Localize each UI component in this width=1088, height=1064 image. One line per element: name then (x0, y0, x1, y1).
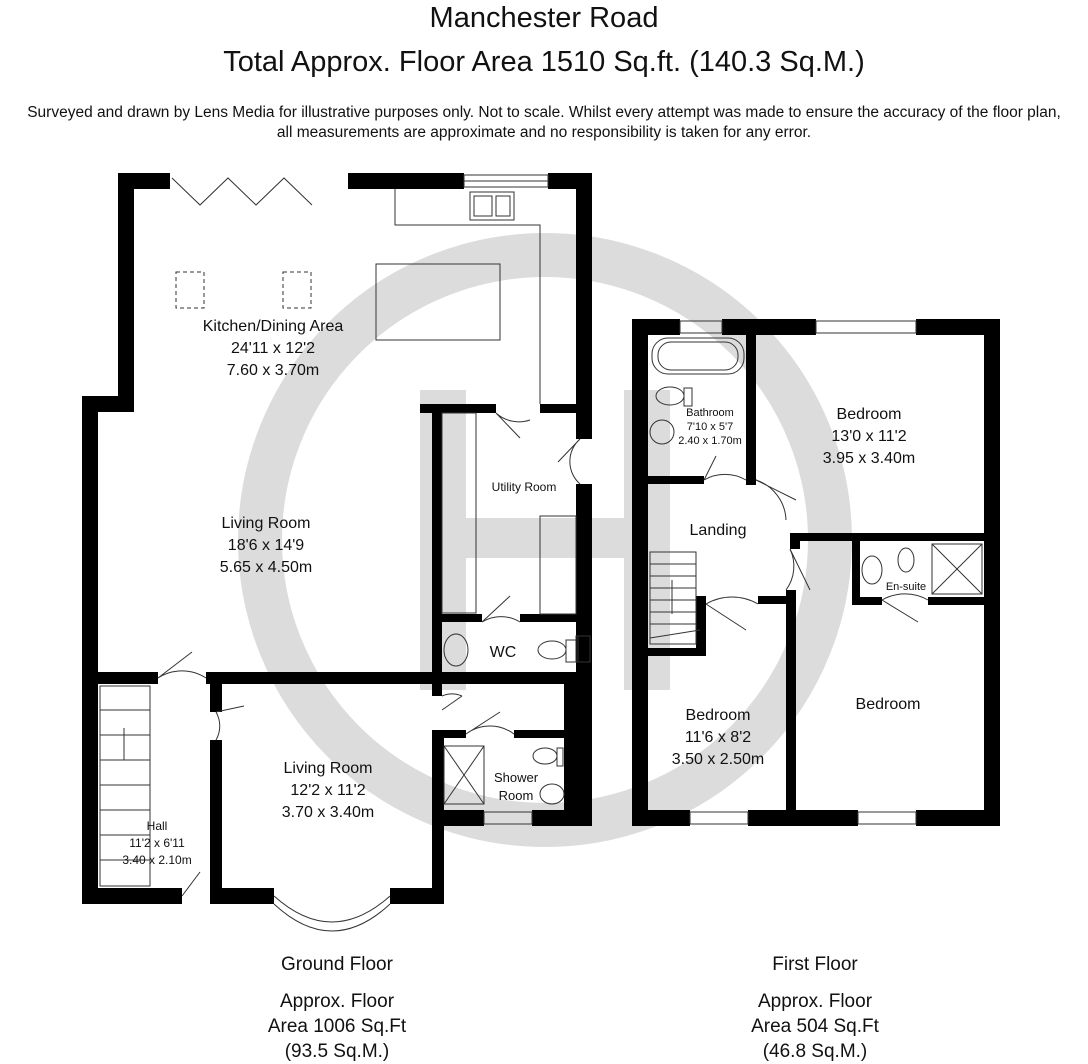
hall-name: Hall (147, 819, 168, 833)
first-floor-area-1: Approx. Floor (757, 991, 873, 1012)
ground-floor-area-2: Area 1006 Sq.Ft (267, 1016, 407, 1037)
bedroom-3-imperial: 11'6 x 8'2 (685, 729, 751, 746)
hall-metric: 3.40 x 2.10m (122, 853, 191, 867)
living-room-1-name: Living Room (222, 515, 311, 532)
living-room-2-name: Living Room (284, 760, 373, 777)
ground-floor-caption: Ground Floor Approx. Floor Area 1006 Sq.… (207, 952, 467, 1064)
ground-floor-area-3: (93.5 Sq.M.) (284, 1041, 390, 1062)
bedroom-2-name: Bedroom (856, 696, 921, 713)
ground-floor-fixtures (99, 174, 591, 932)
first-floor-labels: Bathroom 7'10 x 5'7 2.40 x 1.70m Bedroom… (672, 406, 926, 768)
bathroom-imperial: 7'10 x 5'7 (687, 421, 733, 433)
utility-room-name: Utility Room (492, 480, 557, 494)
disclaimer-line-2: all measurements are approximate and no … (276, 124, 812, 141)
first-floor-area-3: (46.8 Sq.M.) (762, 1041, 868, 1062)
ground-floor-labels: Kitchen/Dining Area 24'11 x 12'2 7.60 x … (122, 318, 556, 867)
first-floor-fixtures (649, 320, 983, 825)
bathroom-metric: 2.40 x 1.70m (678, 435, 742, 447)
ground-floor-title: Ground Floor (281, 954, 393, 975)
first-floor-plan: Bathroom 7'10 x 5'7 2.40 x 1.70m Bedroom… (632, 319, 1000, 826)
total-area: Total Approx. Floor Area 1510 Sq.ft. (14… (223, 46, 865, 78)
living-room-1-imperial: 18'6 x 14'9 (228, 537, 304, 554)
bedroom-1-metric: 3.95 x 3.40m (823, 450, 916, 467)
shower-room-name-1: Shower (494, 770, 539, 785)
living-room-2-metric: 3.70 x 3.40m (282, 804, 375, 821)
kitchen-metric: 7.60 x 3.70m (227, 362, 320, 379)
bedroom-3-metric: 3.50 x 2.50m (672, 751, 765, 768)
ground-floor-walls (82, 173, 592, 904)
wc-name: WC (490, 644, 517, 661)
living-room-2-imperial: 12'2 x 11'2 (290, 782, 365, 799)
bathroom-name: Bathroom (686, 407, 734, 419)
bedroom-1-name: Bedroom (837, 406, 902, 423)
plan-title: Manchester Road (429, 2, 659, 34)
first-floor-area-2: Area 504 Sq.Ft (751, 1016, 879, 1037)
first-floor-title: First Floor (772, 954, 858, 975)
first-floor-caption: First Floor Approx. Floor Area 504 Sq.Ft… (685, 952, 945, 1064)
bedroom-1-imperial: 13'0 x 11'2 (831, 428, 906, 445)
ground-floor-area-1: Approx. Floor (279, 991, 395, 1012)
bedroom-3-name: Bedroom (686, 707, 751, 724)
hall-imperial: 11'2 x 6'11 (129, 836, 185, 850)
disclaimer-line-1: Surveyed and drawn by Lens Media for ill… (27, 104, 1061, 121)
first-floor-walls (632, 319, 1000, 826)
landing-name: Landing (690, 522, 747, 539)
ground-floor-plan: Kitchen/Dining Area 24'11 x 12'2 7.60 x … (82, 173, 592, 932)
living-room-1-metric: 5.65 x 4.50m (220, 559, 313, 576)
kitchen-name: Kitchen/Dining Area (203, 318, 344, 335)
kitchen-imperial: 24'11 x 12'2 (231, 340, 315, 357)
ensuite-name: En-suite (886, 581, 926, 593)
shower-room-name-2: Room (499, 788, 534, 803)
